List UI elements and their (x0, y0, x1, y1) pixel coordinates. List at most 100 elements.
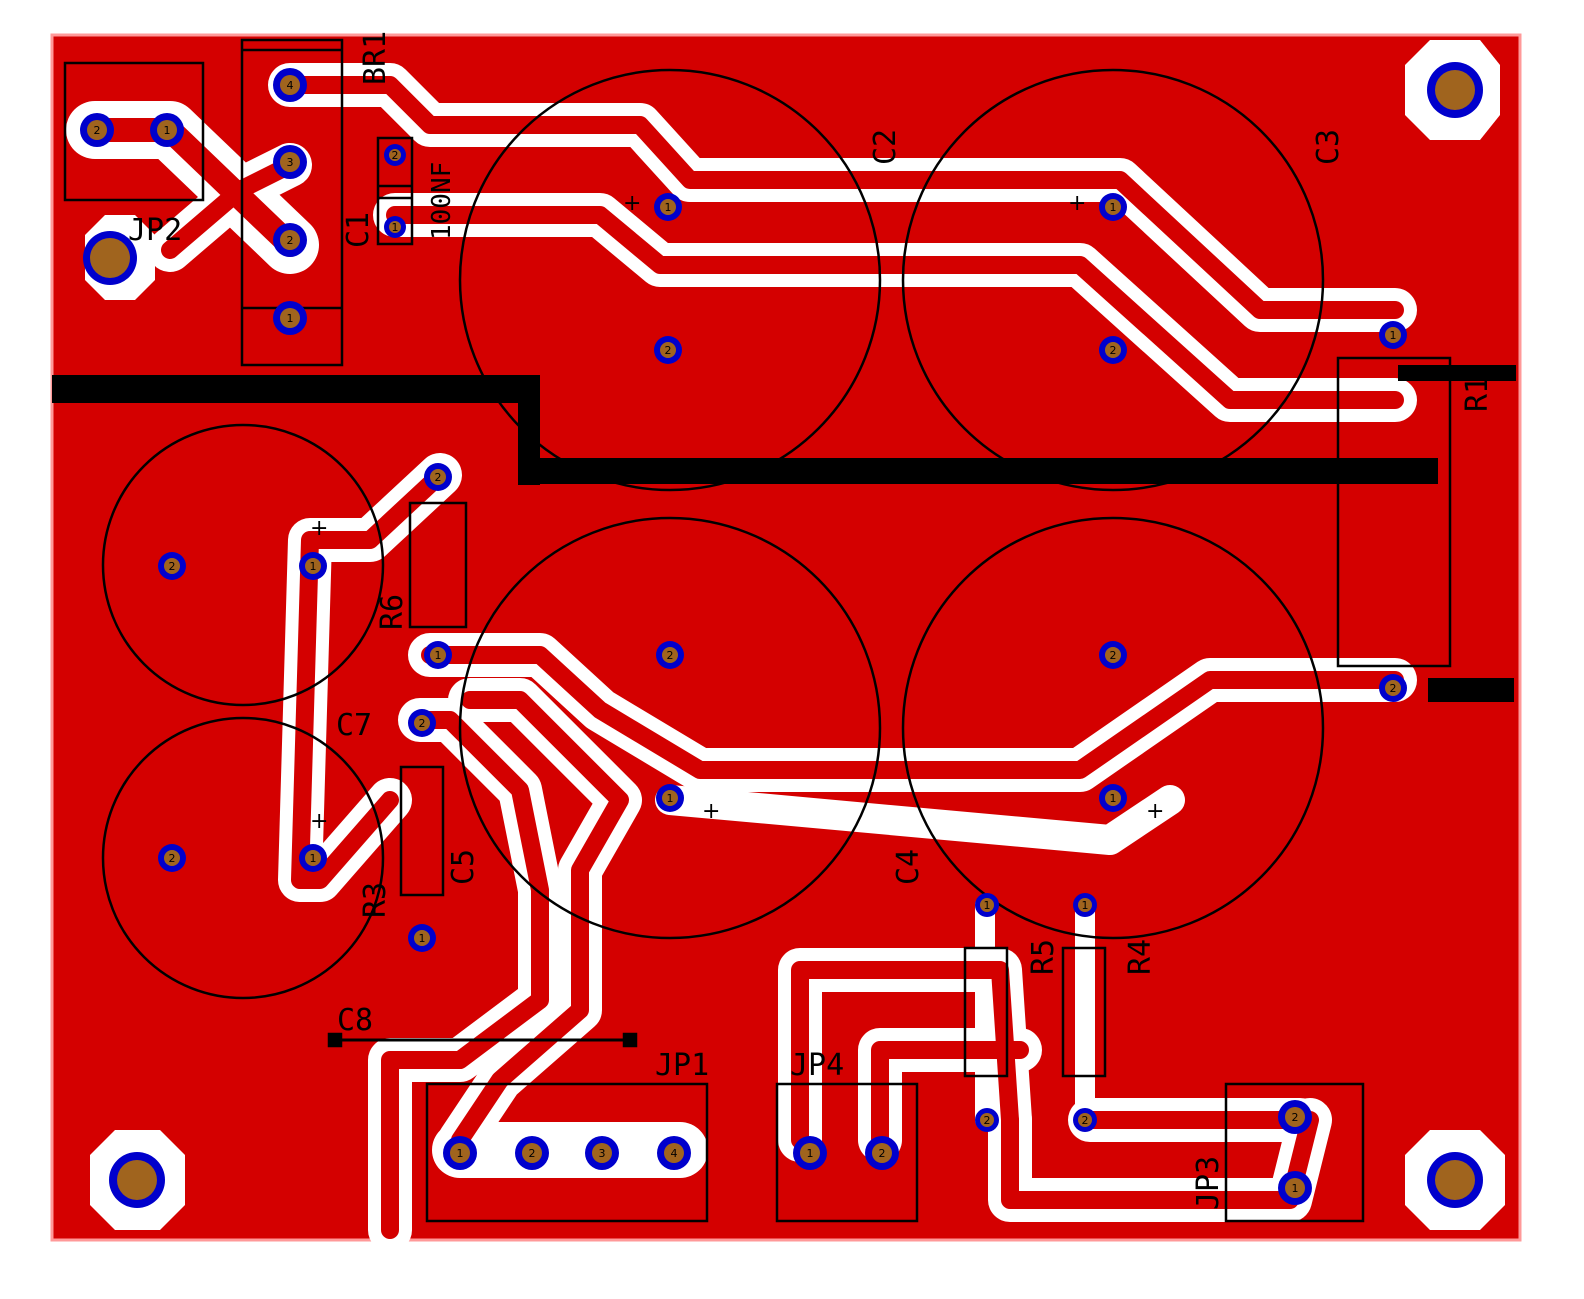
pad: 2 (408, 709, 436, 737)
mounting-hole-top-left (83, 215, 155, 300)
label-c1: C1 (341, 212, 376, 248)
polarity-mark: + (623, 191, 641, 216)
pad-number: 1 (310, 560, 317, 573)
polarity-mark: + (702, 799, 720, 824)
pad: 2 (158, 844, 186, 872)
label-r5: R5 (1026, 939, 1061, 975)
label-r3: R3 (358, 882, 393, 918)
pad-number: 1 (435, 649, 442, 662)
label-c8: C8 (337, 1003, 373, 1038)
pad-number: 1 (1292, 1182, 1299, 1195)
jp2-outline (63, 61, 205, 202)
c3-outline (901, 68, 1325, 492)
polarity-mark: + (310, 516, 328, 541)
pad-number: 1 (310, 852, 317, 865)
jp1-outline (425, 1082, 709, 1223)
pad-number: 2 (529, 1147, 536, 1160)
pad: 2 (865, 1136, 899, 1170)
pad: 2 (1099, 641, 1127, 669)
pad: 2 (654, 336, 682, 364)
pad: 2 (1379, 674, 1407, 702)
pad: 1 (793, 1136, 827, 1170)
silkscreen-outlines (63, 38, 1452, 1223)
label-c5: C5 (446, 849, 481, 885)
pad: 2 (158, 552, 186, 580)
label-c3: C3 (1311, 129, 1346, 165)
pad-number: 2 (169, 560, 176, 573)
mounting-hole-top-right (1405, 40, 1500, 140)
c4b-outline (901, 516, 1325, 940)
pad: 1 (1073, 893, 1097, 917)
pad: 1 (408, 924, 436, 952)
pad-number: 2 (94, 124, 101, 137)
pad-number: 1 (1390, 329, 1397, 342)
pad-number: 3 (599, 1147, 606, 1160)
pad-number: 1 (1110, 792, 1117, 805)
label-c7: C7 (336, 708, 372, 743)
jp4-outline (775, 1082, 919, 1223)
r1-outline (1336, 356, 1452, 668)
r4-outline (1061, 946, 1107, 1078)
c2-outline (458, 68, 882, 492)
pad-number: 2 (1110, 649, 1117, 662)
pad-number: 2 (435, 471, 442, 484)
pad: 1 (424, 641, 452, 669)
polarity-mark: + (1146, 799, 1164, 824)
mounting-holes (83, 40, 1505, 1230)
cap-left-top-outline (101, 423, 385, 707)
pad: 1 (1278, 1171, 1312, 1205)
pad-number: 2 (1390, 682, 1397, 695)
pad: 1 (975, 893, 999, 917)
pad: 2 (656, 641, 684, 669)
br1-outline (240, 38, 344, 367)
label-jp2: JP2 (128, 213, 182, 248)
pad-number: 4 (287, 79, 294, 92)
pad-number: 2 (287, 234, 294, 247)
pad-number: 1 (457, 1147, 464, 1160)
pad-number: 1 (1082, 899, 1089, 912)
pad: 2 (515, 1136, 549, 1170)
pad: 1 (443, 1136, 477, 1170)
pad-number: 2 (1110, 344, 1117, 357)
pad-number: 2 (1082, 1114, 1089, 1127)
pad: 1 (1099, 193, 1127, 221)
label-br1: BR1 (358, 31, 393, 85)
pad-number: 2 (1292, 1111, 1299, 1124)
pad-number: 1 (984, 899, 991, 912)
pad: 1 (150, 113, 184, 147)
pad-number: 1 (665, 201, 672, 214)
pad-number: 1 (419, 932, 426, 945)
pad: 2 (80, 113, 114, 147)
label-jp3: JP3 (1191, 1156, 1226, 1210)
cap-left-bottom-outline (101, 716, 385, 1000)
pad: 1 (299, 844, 327, 872)
label-c4: C4 (891, 849, 926, 885)
pad: 1 (656, 784, 684, 812)
pad-number: 1 (392, 221, 399, 234)
mounting-hole-bottom-left (90, 1130, 185, 1230)
label-jp1: JP1 (655, 1048, 709, 1083)
pad: 2 (384, 144, 406, 166)
pad-number: 1 (667, 792, 674, 805)
r6-outline (408, 501, 468, 629)
pad-number: 4 (671, 1147, 678, 1160)
pad: 1 (273, 301, 307, 335)
c1-outline (376, 136, 414, 246)
label-r6: R6 (375, 594, 410, 630)
polarity-mark: + (310, 809, 328, 834)
pad: 2 (273, 223, 307, 257)
pad-number: 1 (1110, 201, 1117, 214)
pad-number: 2 (169, 852, 176, 865)
pad: 3 (585, 1136, 619, 1170)
pad: 1 (384, 216, 406, 238)
mounting-hole-bottom-right (1405, 1130, 1505, 1230)
pad-number: 3 (287, 156, 294, 169)
pad-number: 2 (419, 717, 426, 730)
pad: 1 (1099, 784, 1127, 812)
pad: 2 (975, 1108, 999, 1132)
pad: 2 (1278, 1100, 1312, 1134)
jp3-outline (1224, 1082, 1365, 1223)
label-c2: C2 (868, 129, 903, 165)
c4-outline (458, 516, 882, 940)
